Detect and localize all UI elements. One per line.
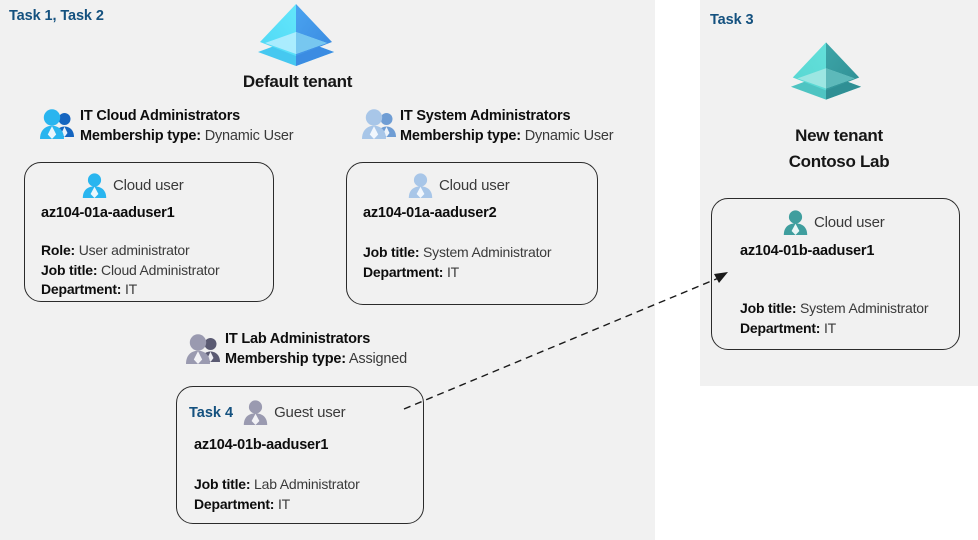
property-value: System Administrator bbox=[423, 244, 552, 260]
user-card-az104-01b-aaduser1-new-tenant[interactable]: Cloud user az104-01b-aaduser1 Job title:… bbox=[711, 198, 960, 350]
group-people-icon-system-admins bbox=[360, 107, 400, 141]
user-type-label: Cloud user bbox=[814, 214, 885, 231]
property-department: Department: IT bbox=[363, 263, 551, 283]
property-value: IT bbox=[823, 319, 837, 336]
group-membership-system-admins: Membership type: Dynamic User bbox=[400, 126, 614, 146]
property-value: Cloud Administrator bbox=[101, 261, 220, 278]
property-role: Role: User administrator bbox=[41, 241, 219, 261]
property-value: IT bbox=[277, 495, 291, 512]
property-job-title: Job title: System Administrator bbox=[363, 243, 552, 263]
property-job-title: Job title: Cloud Administrator bbox=[41, 261, 220, 281]
user-card-az104-01a-aaduser2[interactable]: Cloud user az104-01a-aaduser2 Job title:… bbox=[346, 162, 598, 305]
task-label-4: Task 4 bbox=[189, 404, 234, 421]
property-label: Job title: bbox=[41, 261, 98, 278]
new-tenant-label-line1: New tenant bbox=[795, 126, 883, 145]
user-properties: Job title: Lab Administrator Department:… bbox=[194, 475, 360, 514]
user-name: az104-01b-aaduser1 bbox=[194, 437, 329, 453]
cloud-user-icon bbox=[407, 172, 434, 199]
task-label-1-2: Task 1, Task 2 bbox=[9, 8, 104, 24]
group-title-lab-admins: IT Lab Administrators bbox=[225, 331, 371, 347]
group-heading-system-admins: IT System Administrators Membership type… bbox=[400, 107, 614, 146]
group-title-cloud-admins: IT Cloud Administrators bbox=[80, 108, 241, 124]
property-department: Department: IT bbox=[194, 495, 360, 515]
azure-ad-pyramid-icon-default bbox=[257, 2, 335, 68]
user-properties: Job title: System Administrator Departme… bbox=[363, 243, 552, 283]
card-header: Task 4 Guest user bbox=[189, 399, 346, 426]
property-department: Department: IT bbox=[41, 280, 219, 300]
property-value: Lab Administrator bbox=[254, 476, 360, 492]
new-tenant-label-line2: Contoso Lab bbox=[788, 152, 890, 171]
property-job-title: Job title: Lab Administrator bbox=[194, 475, 360, 495]
user-name: az104-01a-aaduser1 bbox=[41, 205, 175, 221]
membership-type-value: Dynamic User bbox=[524, 128, 614, 144]
property-label: Job title: bbox=[740, 300, 797, 316]
azure-ad-pyramid-icon-new bbox=[790, 40, 862, 102]
user-properties: Role: User administrator Job title: Clou… bbox=[41, 241, 220, 300]
user-type-label: Guest user bbox=[274, 404, 346, 421]
property-label: Role: bbox=[41, 242, 76, 258]
user-name: az104-01a-aaduser2 bbox=[363, 205, 497, 221]
group-heading-cloud-admins: IT Cloud Administrators Membership type:… bbox=[80, 107, 294, 146]
group-membership-lab-admins: Membership type: Assigned bbox=[225, 349, 407, 369]
property-value: IT bbox=[446, 263, 460, 280]
property-job-title: Job title: System Administrator bbox=[740, 299, 929, 319]
membership-type-label: Membership type: bbox=[80, 128, 201, 144]
task-label-3: Task 3 bbox=[710, 12, 754, 28]
property-value: System Administrator bbox=[800, 300, 929, 316]
property-label: Job title: bbox=[363, 244, 420, 260]
group-title-system-admins: IT System Administrators bbox=[400, 108, 571, 124]
property-value: User administrator bbox=[78, 242, 190, 258]
user-type-label: Cloud user bbox=[113, 177, 184, 194]
user-card-az104-01a-aaduser1[interactable]: Cloud user az104-01a-aaduser1 Role: User… bbox=[24, 162, 274, 302]
default-tenant-label: Default tenant bbox=[242, 72, 353, 91]
group-heading-lab-admins: IT Lab Administrators Membership type: A… bbox=[225, 330, 407, 369]
property-department: Department: IT bbox=[740, 319, 928, 339]
group-membership-cloud-admins: Membership type: Dynamic User bbox=[80, 126, 294, 146]
card-header: Cloud user bbox=[81, 172, 184, 199]
membership-type-value: Dynamic User bbox=[204, 128, 294, 144]
property-label: Department: bbox=[41, 281, 122, 297]
property-label: Department: bbox=[740, 319, 821, 336]
property-label: Job title: bbox=[194, 476, 251, 492]
card-header: Cloud user bbox=[407, 172, 510, 199]
user-card-az104-01b-aaduser1-guest[interactable]: Task 4 Guest user az104-01b-aaduser1 Job… bbox=[176, 386, 424, 524]
property-value: IT bbox=[124, 281, 138, 297]
cloud-user-icon bbox=[81, 172, 108, 199]
user-type-label: Cloud user bbox=[439, 177, 510, 194]
group-people-icon-cloud-admins bbox=[38, 107, 78, 141]
cloud-user-icon bbox=[782, 209, 809, 236]
membership-type-label: Membership type: bbox=[225, 351, 346, 367]
user-properties: Job title: System Administrator Departme… bbox=[740, 299, 929, 339]
card-header: Cloud user bbox=[782, 209, 885, 236]
group-people-icon-lab-admins bbox=[184, 332, 224, 366]
membership-type-label: Membership type: bbox=[400, 128, 521, 144]
property-label: Department: bbox=[194, 495, 275, 512]
property-label: Department: bbox=[363, 263, 444, 280]
guest-user-icon bbox=[242, 399, 269, 426]
user-name: az104-01b-aaduser1 bbox=[740, 243, 875, 259]
membership-type-value: Assigned bbox=[348, 351, 407, 367]
